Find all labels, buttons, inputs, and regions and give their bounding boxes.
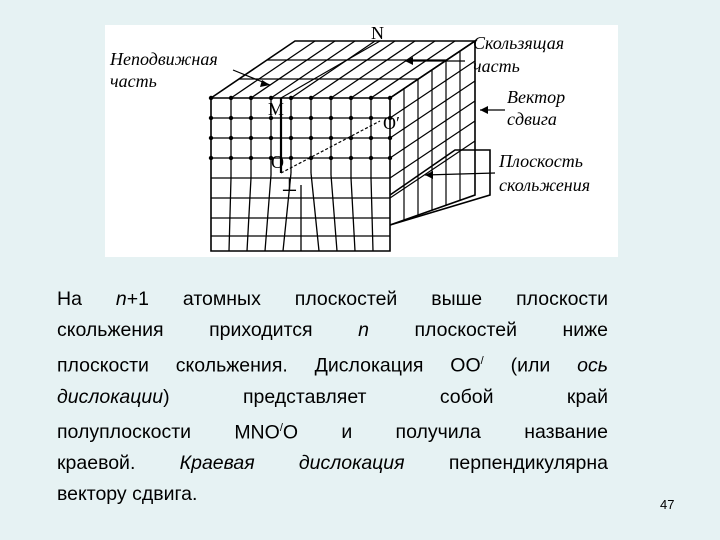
- label-sliding-part-1: Скользящая: [473, 33, 564, 53]
- text-line-3: плоскости скольжения. Дислокация OO/ (ил…: [57, 354, 608, 377]
- label-slip-plane-1: Плоскость: [498, 151, 583, 171]
- lattice-node: [288, 115, 294, 121]
- lattice-node: [208, 155, 214, 161]
- lattice-node: [328, 95, 334, 101]
- lattice-node: [387, 95, 393, 101]
- edge-dislocation-figure: Неподвижная часть Скользящая часть Векто…: [105, 25, 618, 257]
- body-text: На n+1 атомных плоскостей выше плоскости…: [57, 284, 608, 510]
- word: выше: [431, 288, 483, 310]
- lattice-node: [387, 155, 393, 161]
- lattice-node: [368, 95, 374, 101]
- word: приходится: [209, 319, 313, 341]
- word: плоскостей: [414, 319, 517, 341]
- word: представляет: [242, 385, 367, 408]
- label-sliding-part-2: часть: [473, 56, 520, 76]
- text-line-4: дислокации) представляет собой край: [57, 382, 608, 413]
- word: плоскостей: [294, 288, 398, 310]
- label-shift-vector-2: сдвига: [507, 109, 557, 129]
- lattice-node: [268, 115, 274, 121]
- lattice-node: [368, 155, 374, 161]
- lattice-node: [228, 115, 234, 121]
- word: полуплоскости: [57, 421, 192, 443]
- word: получила: [395, 421, 481, 443]
- lattice-node: [208, 135, 214, 141]
- text-line-5: полуплоскости MNO/O и получила название: [57, 413, 608, 449]
- lattice-node: [328, 115, 334, 121]
- lattice-node: [288, 135, 294, 141]
- lattice-node: [228, 155, 234, 161]
- text-line-7: вектору сдвига.: [57, 483, 198, 505]
- lattice-node: [288, 155, 294, 161]
- page-number: 47: [660, 497, 675, 512]
- lattice-nodes: [208, 95, 393, 161]
- word: ниже: [562, 319, 609, 341]
- lattice-node: [348, 155, 354, 161]
- lattice-node: [268, 135, 274, 141]
- lattice-node: [348, 95, 354, 101]
- lattice-node: [387, 115, 393, 121]
- word-n-plus-1: n+1: [115, 288, 149, 310]
- lattice-node: [268, 155, 274, 161]
- lattice-node: [368, 115, 374, 121]
- text-line-2: скольжения приходится n плоскостей ниже: [57, 315, 608, 346]
- lattice-node: [268, 95, 274, 101]
- point-n-label: N: [371, 25, 384, 43]
- lattice-node: [248, 135, 254, 141]
- text-line-6: краевой. Краевая дислокация перпендикуля…: [57, 452, 608, 474]
- word-mno: MNO/O: [234, 421, 299, 443]
- word: атомных: [182, 288, 261, 310]
- word: На: [57, 288, 82, 310]
- word-n: n: [358, 319, 369, 341]
- pointer-slip-plane: [424, 172, 496, 176]
- lattice-node: [308, 115, 314, 121]
- word: и: [341, 421, 353, 443]
- label-slip-plane-2: скольжения: [499, 175, 590, 195]
- word: собой: [439, 385, 494, 408]
- lattice-node: [248, 95, 254, 101]
- lattice-node: [348, 135, 354, 141]
- word: дислокации): [57, 385, 170, 408]
- word: плоскости: [516, 288, 608, 310]
- lattice-node: [368, 135, 374, 141]
- point-o-prime-label: O′: [383, 113, 400, 133]
- lattice-node: [228, 95, 234, 101]
- lattice-node: [248, 155, 254, 161]
- lattice-node: [348, 115, 354, 121]
- point-m-label: M: [268, 99, 284, 119]
- lattice-node: [248, 115, 254, 121]
- lattice-node: [308, 155, 314, 161]
- slip-plane-step: [389, 149, 491, 226]
- dislocation-line: [280, 120, 381, 174]
- label-shift-vector-1: Вектор: [507, 87, 565, 107]
- dislocation-symbol: ⊥: [281, 175, 298, 195]
- lattice-node: [208, 95, 214, 101]
- text-line-1: На n+1 атомных плоскостей выше плоскости: [57, 284, 608, 315]
- label-fixed-part-2: часть: [110, 71, 157, 91]
- point-o-label: O: [271, 152, 284, 172]
- crystal-lattice-diagram: Неподвижная часть Скользящая часть Векто…: [109, 25, 590, 252]
- word: скольжения: [57, 319, 164, 341]
- lattice-node: [228, 135, 234, 141]
- lattice-node: [308, 95, 314, 101]
- lattice-node: [387, 135, 393, 141]
- lattice-node: [328, 155, 334, 161]
- lattice-node: [308, 135, 314, 141]
- word: название: [524, 421, 609, 443]
- label-fixed-part-1: Неподвижная: [109, 49, 218, 69]
- lattice-node: [328, 135, 334, 141]
- lattice-node: [208, 115, 214, 121]
- lattice-node: [288, 95, 294, 101]
- word: край: [566, 385, 609, 408]
